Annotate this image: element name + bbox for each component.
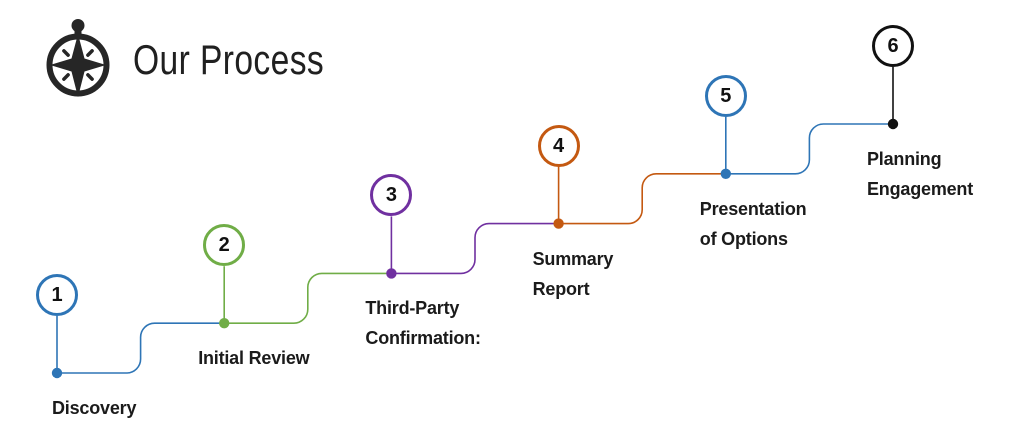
step-label-line: Presentation	[699, 198, 807, 219]
step-circle: 5	[704, 74, 747, 117]
compass-icon	[46, 19, 110, 97]
step-circle: 6	[872, 25, 914, 67]
step-label: Initial Review	[198, 343, 309, 373]
step-dot	[887, 118, 899, 130]
step-number: 2	[218, 234, 230, 257]
step-label: Discovery	[52, 393, 136, 423]
step-dot	[720, 168, 731, 179]
step-number: 3	[385, 184, 397, 207]
step-circle: 2	[203, 224, 246, 267]
step-dot	[51, 367, 63, 379]
step-label-line: Planning	[867, 149, 942, 169]
header: Our Process	[0, 0, 1017, 110]
step-number: 4	[553, 134, 565, 157]
step-circle: 4	[537, 124, 580, 167]
step-label: Presentation of Options	[700, 194, 807, 254]
step-connector	[725, 123, 894, 175]
step-label-line: Initial Review	[198, 348, 310, 369]
step-dot	[219, 318, 230, 329]
step-number: 5	[720, 84, 732, 107]
page-title: Our Process	[133, 36, 325, 83]
step-dot	[553, 218, 564, 229]
step-number: 1	[51, 284, 63, 306]
step-label-line: Engagement	[867, 179, 974, 199]
step-circle: 3	[370, 174, 413, 217]
step-connector	[390, 222, 560, 275]
step-label-line: Confirmation:	[365, 328, 481, 349]
step-connector	[56, 322, 225, 374]
step-label-line: Discovery	[52, 398, 137, 418]
step-connector	[557, 173, 727, 225]
step-label-line: Third-Party	[365, 298, 460, 319]
step-label-line: of Options	[699, 228, 788, 249]
step-circle: 1	[36, 274, 78, 316]
step-dot	[386, 268, 397, 279]
step-connector	[223, 272, 393, 324]
step-number: 6	[887, 35, 899, 57]
step-label-line: Report	[532, 278, 590, 299]
step-label-line: Summary	[532, 248, 614, 269]
